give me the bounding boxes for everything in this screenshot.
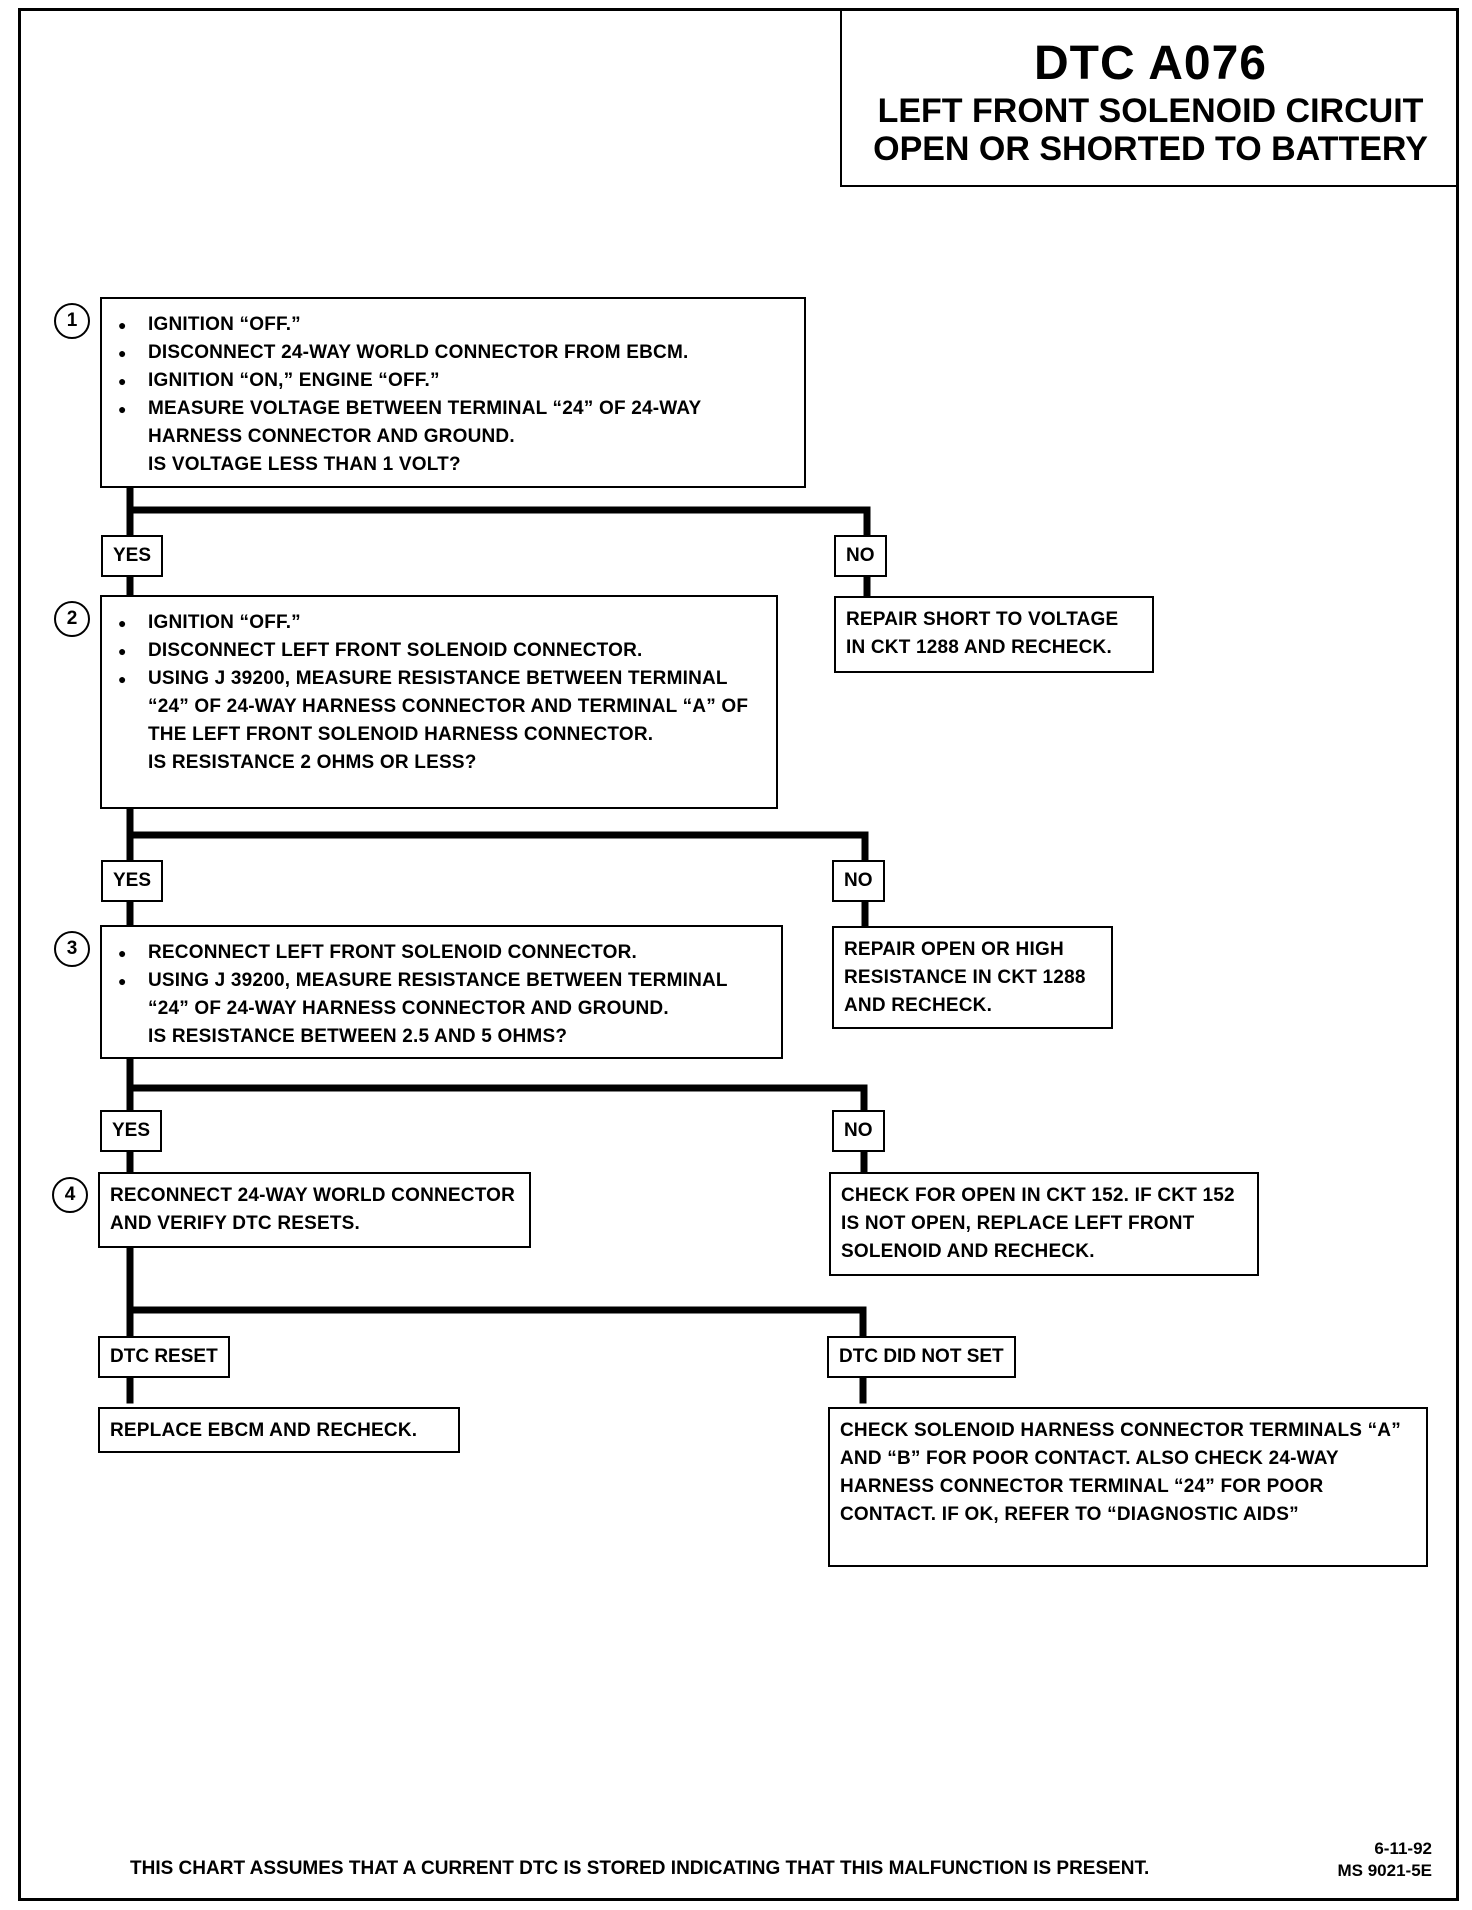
step-2-box: IGNITION “OFF.” DISCONNECT LEFT FRONT SO… <box>100 595 778 809</box>
step-1-bullet: IGNITION “ON,” ENGINE “OFF.” <box>114 367 794 395</box>
step-2-bullet: DISCONNECT LEFT FRONT SOLENOID CONNECTOR… <box>114 637 766 665</box>
step-1-bullet: MEASURE VOLTAGE BETWEEN TERMINAL “24” OF… <box>114 395 794 451</box>
step-1-box: IGNITION “OFF.” DISCONNECT 24-WAY WORLD … <box>100 297 806 488</box>
outcome-not-set: CHECK SOLENOID HARNESS CONNECTOR TERMINA… <box>828 1407 1428 1567</box>
step-2-bullet: IGNITION “OFF.” <box>114 609 766 637</box>
step-3-bullet: USING J 39200, MEASURE RESISTANCE BETWEE… <box>114 967 771 1023</box>
no-label: NO <box>834 535 887 577</box>
step-1-question: IS VOLTAGE LESS THAN 1 VOLT? <box>148 454 461 475</box>
yes-label: YES <box>101 860 164 902</box>
outcome-no-1: REPAIR SHORT TO VOLTAGE IN CKT 1288 AND … <box>834 596 1154 673</box>
outcome-no-2: REPAIR OPEN OR HIGH RESISTANCE IN CKT 12… <box>832 926 1113 1029</box>
step-2-bullet: USING J 39200, MEASURE RESISTANCE BETWEE… <box>114 665 766 749</box>
outcome-reset: REPLACE EBCM AND RECHECK. <box>98 1407 460 1453</box>
step-number-4: 4 <box>52 1177 88 1213</box>
no-label: NO <box>832 860 885 902</box>
step-4-box: RECONNECT 24-WAY WORLD CONNECTOR AND VER… <box>98 1172 531 1248</box>
step-2-question: IS RESISTANCE 2 OHMS OR LESS? <box>148 752 477 773</box>
yes-label: YES <box>100 1110 163 1152</box>
step-number-2: 2 <box>54 601 90 637</box>
step-3-bullet: RECONNECT LEFT FRONT SOLENOID CONNECTOR. <box>114 939 771 967</box>
yes-label: YES <box>101 535 164 577</box>
dtc-did-not-set-label: DTC DID NOT SET <box>827 1336 1016 1378</box>
document-code: 6-11-92 MS 9021-5E <box>1338 1838 1433 1882</box>
step-1-bullet: IGNITION “OFF.” <box>114 311 794 339</box>
title-line-2: OPEN OR SHORTED TO BATTERY <box>873 130 1428 168</box>
no-label: NO <box>832 1110 885 1152</box>
dtc-code: DTC A076 <box>1034 37 1267 90</box>
chart-number: MS 9021-5E <box>1337 1861 1433 1880</box>
step-number-1: 1 <box>54 303 90 339</box>
title-line-1: LEFT FRONT SOLENOID CIRCUIT <box>877 92 1424 130</box>
chart-date: 6-11-92 <box>1374 1839 1432 1858</box>
step-3-box: RECONNECT LEFT FRONT SOLENOID CONNECTOR.… <box>100 925 783 1059</box>
title-block: DTC A076 LEFT FRONT SOLENOID CIRCUIT OPE… <box>840 8 1459 187</box>
step-3-question: IS RESISTANCE BETWEEN 2.5 AND 5 OHMS? <box>148 1026 568 1047</box>
outcome-no-3: CHECK FOR OPEN IN CKT 152. IF CKT 152 IS… <box>829 1172 1259 1276</box>
page-frame <box>18 8 1459 1901</box>
step-number-3: 3 <box>54 931 90 967</box>
footer-note: THIS CHART ASSUMES THAT A CURRENT DTC IS… <box>130 1858 1150 1879</box>
dtc-reset-label: DTC RESET <box>98 1336 230 1378</box>
step-1-bullet: DISCONNECT 24-WAY WORLD CONNECTOR FROM E… <box>114 339 794 367</box>
